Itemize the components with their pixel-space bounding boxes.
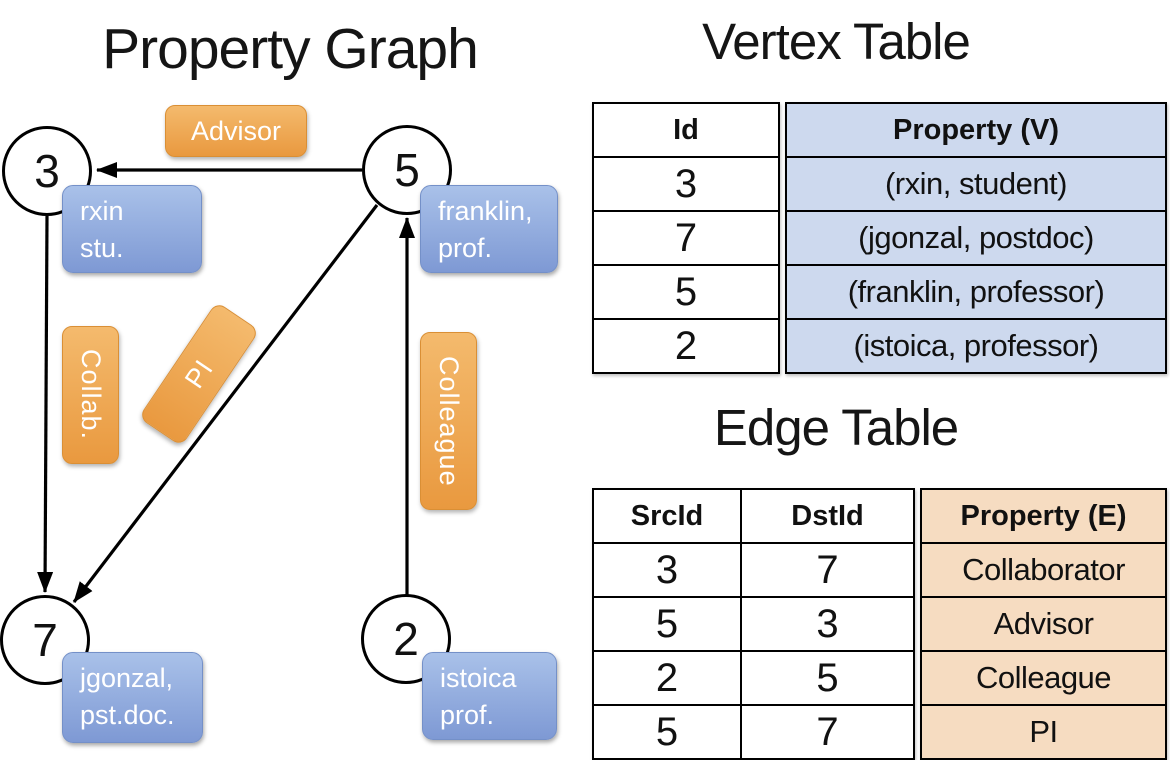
column-header-id: Id bbox=[673, 113, 699, 146]
table-row: 5 bbox=[594, 264, 778, 318]
edge-table-property-column: Property (E) Collaborator Advisor Collea… bbox=[920, 488, 1167, 760]
edge-label-text: Collab. bbox=[76, 349, 106, 441]
table-row: 3 7 bbox=[594, 542, 913, 596]
node-id-label: 7 bbox=[32, 614, 58, 666]
property-graph-title: Property Graph bbox=[102, 17, 479, 81]
vertex-property-box-2: istoica prof. bbox=[422, 652, 557, 740]
vertex-property-line: stu. bbox=[80, 233, 124, 263]
edge-label-text: Advisor bbox=[190, 115, 282, 146]
vertex-property-box-7: jgonzal, pst.doc. bbox=[62, 652, 203, 743]
vertex-table-id-column: Id 3 7 5 2 bbox=[592, 102, 780, 374]
edge-table: SrcId DstId 3 7 5 3 2 5 5 7 Propert bbox=[592, 488, 1167, 760]
node-id-label: 3 bbox=[34, 145, 60, 197]
edge-label-collab: Collab. bbox=[62, 326, 119, 464]
edge-table-title: Edge Table bbox=[713, 399, 959, 456]
table-row: (istoica, professor) bbox=[787, 318, 1165, 372]
edge-label-text: PI bbox=[178, 353, 219, 394]
table-row: (jgonzal, postdoc) bbox=[787, 210, 1165, 264]
column-headers-srcid-dstid: SrcId DstId bbox=[594, 490, 913, 542]
table-row: 2 5 bbox=[594, 650, 913, 704]
column-header-property-e: Property (E) bbox=[960, 499, 1127, 532]
table-row: 7 bbox=[594, 210, 778, 264]
table-row: 3 bbox=[594, 156, 778, 210]
graph-node-5: 5 bbox=[362, 125, 452, 215]
vertex-table-title: Vertex Table bbox=[702, 13, 971, 70]
table-row: (franklin, professor) bbox=[787, 264, 1165, 318]
edge-label-advisor: Advisor bbox=[165, 105, 307, 157]
table-row: 5 3 bbox=[594, 596, 913, 650]
vertex-property-box-5: franklin, prof. bbox=[420, 185, 558, 273]
vertex-property-line: prof. bbox=[440, 700, 495, 730]
edge-label-text: Colleague bbox=[434, 355, 464, 487]
edge-pi-5-to-7 bbox=[72, 204, 379, 603]
edge-label-colleague: Colleague bbox=[420, 332, 477, 510]
vertex-property-line: franklin, bbox=[438, 196, 533, 226]
vertex-property-line: istoica bbox=[440, 663, 517, 693]
vertex-property-line: rxin bbox=[80, 196, 124, 226]
graph-edges-canvas bbox=[37, 162, 415, 603]
table-row: Advisor bbox=[922, 596, 1165, 650]
node-id-label: 2 bbox=[393, 613, 419, 665]
vertex-property-line: jgonzal, bbox=[80, 663, 174, 693]
vertex-table-property-column: Property (V) (rxin, student) (jgonzal, p… bbox=[785, 102, 1167, 374]
table-row: Colleague bbox=[922, 650, 1165, 704]
table-row: Collaborator bbox=[922, 542, 1165, 596]
table-row: 5 7 bbox=[594, 704, 913, 758]
table-row: (rxin, student) bbox=[787, 156, 1165, 210]
graph-node-2: 2 bbox=[361, 594, 451, 684]
column-header-property-v: Property (V) bbox=[893, 113, 1059, 146]
vertex-property-line: pst.doc. bbox=[80, 700, 175, 730]
table-row: PI bbox=[922, 704, 1165, 758]
edge-collaborator-3-to-7 bbox=[37, 215, 54, 593]
vertex-property-box-3: rxin stu. bbox=[62, 185, 202, 273]
vertex-table: Id 3 7 5 2 Property (V) (rxin, student) … bbox=[592, 102, 1167, 374]
table-row: 2 bbox=[594, 318, 778, 372]
vertex-property-line: prof. bbox=[438, 233, 493, 263]
edge-table-id-columns: SrcId DstId 3 7 5 3 2 5 5 7 bbox=[592, 488, 915, 760]
node-id-label: 5 bbox=[394, 144, 420, 196]
